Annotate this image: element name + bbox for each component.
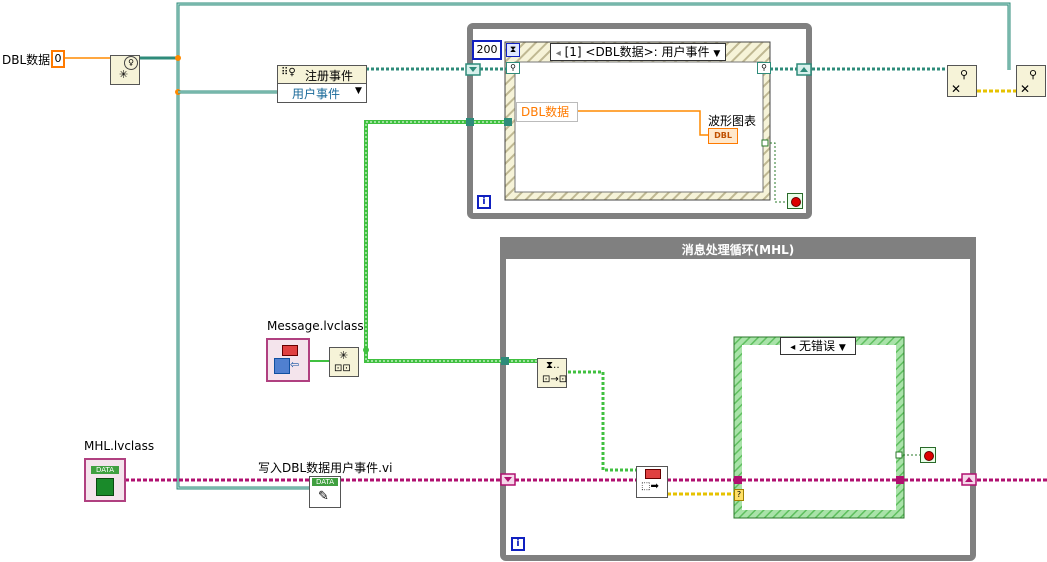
dbl-control-value[interactable]: 0 <box>51 50 65 68</box>
event-case-selector-label: [1] <DBL数据>: 用户事件 <box>564 45 710 59</box>
case-selector[interactable]: ◂ 无错误 ▼ <box>780 337 856 355</box>
tunnel-message-mhl <box>501 357 509 365</box>
destroy-user-event-node[interactable]: ✕ ⚲ <box>1016 65 1046 97</box>
register-events-node[interactable]: ⠿♀ 注册事件 用户事件 ▼ <box>277 65 367 103</box>
envelope-icon <box>645 469 661 479</box>
loop-index-event: i <box>477 195 491 209</box>
create-queue-node[interactable]: ✳ ⊡⊡ <box>329 347 359 377</box>
event-case-selector[interactable]: ◂ [1] <DBL数据>: 用户事件 ▼ <box>550 43 726 61</box>
arrow-in-icon: ⇦ <box>290 358 300 371</box>
event-data-label: DBL数据 <box>521 105 570 119</box>
dynamic-event-terminal-right-icon: ⚲ <box>757 62 771 74</box>
mhl-loop-title: 消息处理循环(MHL) <box>681 243 795 257</box>
waveform-chart-indicator[interactable]: DBL <box>708 128 738 144</box>
event-icon: ♀ <box>124 56 138 70</box>
mhl-class-constant[interactable]: DATA <box>84 458 126 502</box>
chevron-down-icon[interactable]: ▼ <box>838 343 846 353</box>
stop-terminal-mhl[interactable] <box>920 447 936 463</box>
chevron-down-icon[interactable]: ▼ <box>355 86 362 96</box>
unregister-events-node[interactable]: ✕ ⚲ <box>947 65 977 97</box>
timeout-constant[interactable]: 200 <box>472 40 502 60</box>
cube-icon <box>96 478 114 496</box>
event-case-left-arrow: ◂ <box>555 48 561 59</box>
data-tag: DATA <box>91 466 119 474</box>
dynamic-event-terminal-icon: ⚲ <box>506 62 520 74</box>
wire-dbl-to-chart <box>576 110 708 136</box>
hourglass-icon: ⧗‥ <box>546 360 560 371</box>
message-class-label: Message.lvclass <box>267 319 364 333</box>
wire-left-trunk <box>176 56 312 490</box>
queue-out-icon: ⊡→⊡ <box>542 374 568 385</box>
envelope-icon <box>282 345 298 356</box>
queue-icon: ⊡⊡ <box>334 363 351 374</box>
write-vi-label: 写入DBL数据用户事件.vi <box>258 461 393 475</box>
register-icon: ⠿♀ <box>281 67 296 78</box>
message-class-constant[interactable]: ⇦ <box>266 338 310 382</box>
event-icon: ⚲ <box>1029 68 1038 81</box>
dispatch-message-node[interactable]: ⬚➡ <box>636 466 668 498</box>
mhl-class-label: MHL.lvclass <box>84 439 155 453</box>
wire-message-class-upper <box>364 120 508 350</box>
close-icon: ✕ <box>1020 82 1031 96</box>
close-icon: ✕ <box>951 82 962 96</box>
case-selector-label: 无错误 <box>799 339 836 353</box>
hourglass-icon: ⧗ <box>506 43 520 57</box>
cube-icon <box>274 358 290 374</box>
case-left-arrow: ◂ <box>790 342 796 353</box>
case-selector-terminal: ? <box>734 489 744 501</box>
sparkle-icon: ✳ <box>339 349 349 362</box>
event-data-node[interactable]: DBL数据 <box>516 102 578 122</box>
event-icon: ⚲ <box>960 68 969 81</box>
pencil-icon: ✎ <box>318 489 329 504</box>
dbl-control-label: DBL数据 <box>2 53 51 67</box>
loop-index-mhl: i <box>511 537 525 551</box>
chevron-down-icon[interactable]: ▼ <box>713 49 721 59</box>
register-events-label: 注册事件 <box>305 69 354 83</box>
user-event-label: 用户事件 <box>292 87 341 101</box>
wire-dequeue <box>568 370 637 472</box>
stop-terminal-event-loop[interactable] <box>787 193 803 209</box>
event-structure-interior <box>514 61 764 193</box>
write-vi-node[interactable]: DATA ✎ <box>309 476 341 508</box>
dispatch-arrow-icon: ⬚➡ <box>641 481 659 492</box>
waveform-chart-label: 波形图表 <box>708 114 757 128</box>
data-tag: DATA <box>312 478 338 486</box>
dequeue-node[interactable]: ⧗‥ ⊡→⊡ <box>537 358 567 388</box>
case-structure-interior <box>742 345 896 510</box>
wire-message-class-lower <box>364 350 538 363</box>
create-user-event-node[interactable]: ✳ ♀ <box>110 55 140 85</box>
mhl-title-bar <box>500 237 976 259</box>
tunnel-message-event <box>466 118 474 126</box>
sparkle-icon: ✳ <box>119 68 129 81</box>
